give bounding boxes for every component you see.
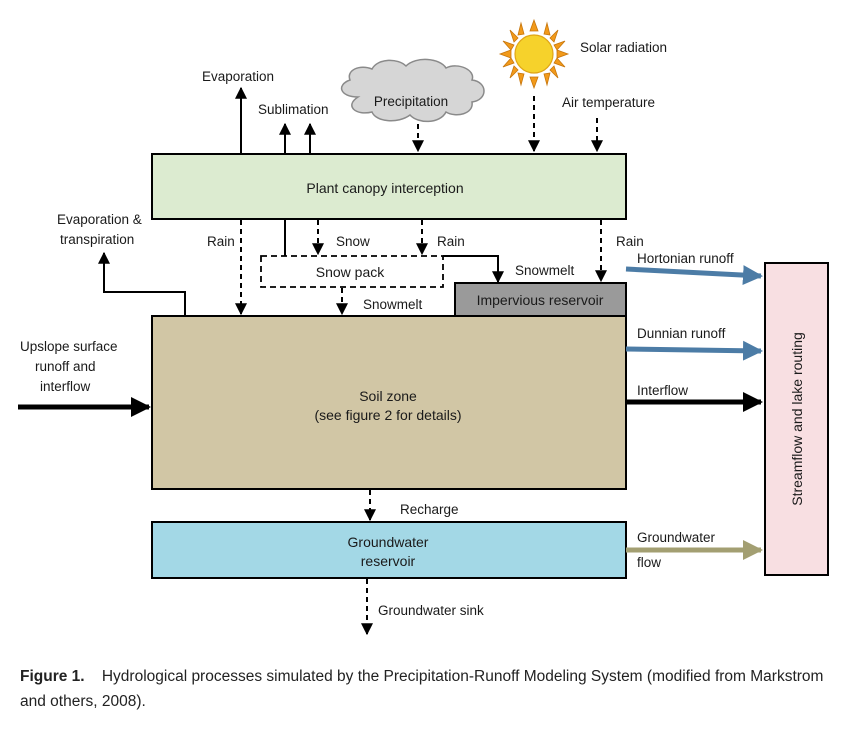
groundwater-flow-label-1: Groundwater bbox=[637, 530, 716, 545]
streamflow-box bbox=[764, 262, 829, 576]
soil-zone-box bbox=[151, 315, 627, 490]
impervious-reservoir-box bbox=[454, 282, 627, 317]
rain-right-label: Rain bbox=[616, 234, 644, 249]
snowmelt-arrows bbox=[336, 255, 504, 316]
snowmelt-lower-label: Snowmelt bbox=[363, 297, 423, 312]
hortonian-runoff-arrow bbox=[625, 265, 763, 286]
input-arrows bbox=[412, 96, 603, 153]
air-temperature-label: Air temperature bbox=[562, 95, 655, 110]
upslope-label-2: runoff and bbox=[35, 359, 96, 374]
streamflow-label: Streamflow and lake routing bbox=[789, 332, 805, 506]
snow-label: Snow bbox=[336, 234, 370, 249]
caption-text: Hydrological processes simulated by the … bbox=[20, 668, 824, 710]
precipitation-label: Precipitation bbox=[374, 94, 448, 109]
precipitation-cloud-icon bbox=[340, 58, 485, 123]
snow-pack-box bbox=[260, 255, 444, 288]
plant-canopy-box bbox=[151, 153, 627, 220]
rain-mid-label: Rain bbox=[437, 234, 465, 249]
recharge-label: Recharge bbox=[400, 502, 459, 517]
snowmelt-upper-label: Snowmelt bbox=[515, 263, 575, 278]
upslope-label-1: Upslope surface bbox=[20, 339, 118, 354]
prms-process-diagram: Precipitation Solar radiation Air temper… bbox=[18, 18, 829, 636]
rain-left-label: Rain bbox=[207, 234, 235, 249]
sublimation-label: Sublimation bbox=[258, 102, 329, 117]
soil-zone-label: Soil zone bbox=[359, 388, 417, 404]
soil-zone-sublabel: (see figure 2 for details) bbox=[314, 407, 461, 423]
groundwater-reservoir-label-1: Groundwater bbox=[348, 534, 429, 550]
sun-icon bbox=[498, 18, 570, 90]
groundwater-reservoir-box bbox=[151, 521, 627, 579]
evap-transp-label-2: transpiration bbox=[60, 232, 134, 247]
upslope-label-3: interflow bbox=[40, 379, 91, 394]
plant-canopy-label: Plant canopy interception bbox=[306, 180, 463, 196]
figure-caption: Figure 1. Hydrological processes simulat… bbox=[20, 664, 845, 714]
solar-radiation-label: Solar radiation bbox=[580, 40, 667, 55]
snow-pack-label: Snow pack bbox=[316, 264, 385, 280]
groundwater-sink-label: Groundwater sink bbox=[378, 603, 484, 618]
evaporation-label: Evaporation bbox=[202, 69, 274, 84]
caption-figure-label: Figure 1. bbox=[20, 668, 85, 685]
groundwater-flow-label-2: flow bbox=[637, 555, 661, 570]
impervious-reservoir-label: Impervious reservoir bbox=[477, 292, 604, 308]
canopy-throughfall-arrows bbox=[235, 220, 607, 316]
dunnian-runoff-label: Dunnian runoff bbox=[637, 326, 726, 341]
interflow-label: Interflow bbox=[637, 383, 688, 398]
groundwater-reservoir-label-2: reservoir bbox=[361, 553, 416, 569]
evap-transp-label-1: Evaporation & bbox=[57, 212, 142, 227]
hortonian-runoff-label: Hortonian runoff bbox=[637, 251, 734, 266]
dunnian-runoff-arrow bbox=[625, 340, 763, 361]
